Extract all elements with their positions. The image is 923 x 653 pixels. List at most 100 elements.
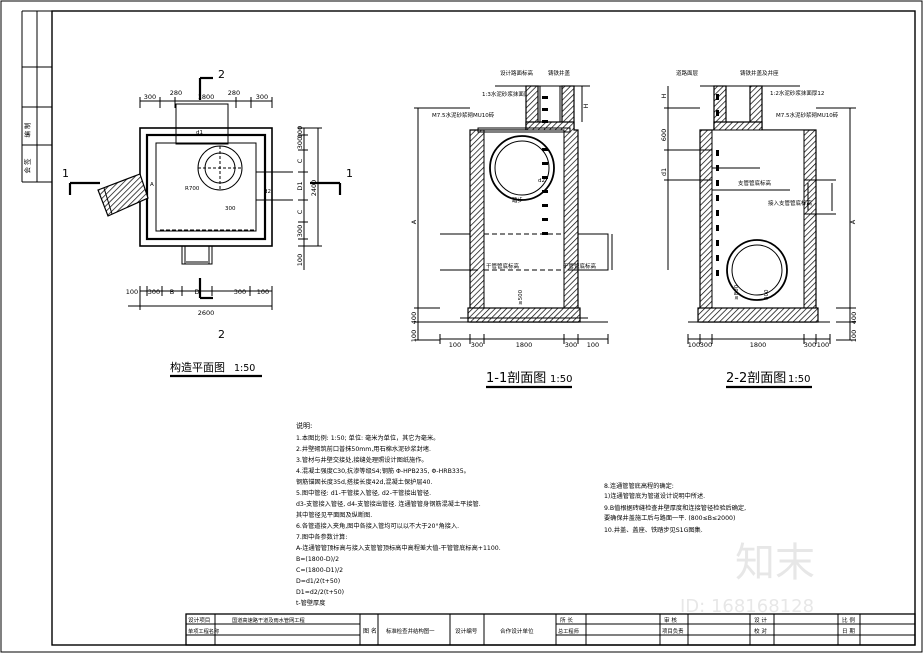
s22-label-min: ≥800 [734,284,740,300]
s11-dim-H: H [582,103,590,108]
tb-row1-4: 比 例 [842,616,855,624]
section-mark-1-right: 1 [346,167,353,180]
s11-label-pavement: 设计路面标高 [500,69,534,77]
tb-row2-4: 日 期 [842,628,855,635]
strip-label-huiqian: 会 签 [23,158,32,174]
tb-row2-3: 校 对 [754,627,767,635]
note-right-line: 1)连通管管底为管道设计说明中所述. [604,492,705,500]
plan-dim-right-5: C [296,209,304,214]
s22-dim-H: H [660,93,668,98]
note-line: D1=d2/2(t+50) [296,589,344,596]
s22-dim-bottom-5: 100 [817,341,829,349]
s22-dim-bottom-3: 1800 [750,341,767,349]
tb-design-project-value: 国道高速路干道及雨水管网工程 [232,616,305,624]
plan-dim-bottom-4: D [194,288,199,296]
s22-dim-bottom-4: 300 [804,341,816,349]
plan-dim-top-3: 1800 [198,93,215,101]
plan-dim-bottom-6: 100 [257,288,269,296]
note-line: 5.图中管径: d1-干管接入管径, d2-干管接出管径. [296,489,431,497]
plan-dim-right-total: 2400 [310,180,318,197]
s11-dim-bottom-4: 300 [565,341,577,349]
s22-label-branch-in: 接入支管管底标高 [768,199,813,207]
note-line: 6.各管道接入夹角,图中各接入管均可以以不大于20°角接入. [296,522,459,530]
tb-row2-1: 总工程师 [558,627,579,635]
s11-dim-bottom-5: 100 [587,341,599,349]
s22-dim-bottom-2: 300 [700,341,712,349]
s22-dim-right-2: 400 [850,312,858,324]
tb-row1-2: 审 核 [664,616,677,624]
s22-label-cover: 铸铁井盖及井座 [740,69,779,77]
plan-inlet-pipe-hatch [97,173,149,217]
s11-label-main-in: 干管管底标高 [486,262,520,270]
s22-dim-bottom-1: 100 [688,341,700,349]
plan-dim-top-5: 300 [256,93,268,101]
s22-label-branch: 支管管底标高 [738,179,772,187]
section-mark-2-bottom: 2 [218,328,225,341]
s11-label-rungs: 踏步 [512,196,524,204]
note-right-line: 8.连通管管底高程的确定: [604,482,674,490]
watermark-brand: 知末 [735,540,815,586]
s22-label-mortar: 1:2水泥砂浆抹面厚12 [770,89,824,97]
tb-drawing-name-label: 图 名 [363,627,377,635]
strip-label-bianzhi: 编 制 [23,122,32,138]
tb-sub-project-label: 单项工程名称 [188,627,219,635]
plan-view: 300 280 1800 280 300 2 2 1 1 d1 [62,68,353,378]
section-1-1-scale: 1:50 [550,374,572,385]
plan-dim-right-3: C [296,158,304,163]
section-2-2-title: 2-2剖面图 [726,371,786,386]
s11-label-mortar: 1:3水泥砂浆抹面厚12 [482,90,536,98]
s11-dim-left-2: 400 [410,312,418,324]
s11-dim-bottom-3: 1800 [516,341,533,349]
note-line: 1.本图比例: 1:50; 单位: 毫米为单位，其它为毫米。 [296,434,439,442]
left-binding-strip: 编 制 会 签 [21,10,52,183]
plan-dim-bottom-2: 300 [148,288,160,296]
plan-dim-right-6: 300 [296,225,304,237]
plan-dim-bottom-3: B [170,288,174,296]
plan-dim-right-7: 100 [296,254,304,266]
watermark-id: ID: 168168128 [680,596,814,617]
plan-label-r700: R700 [185,186,200,192]
note-line: 3.管材与井壁交接处,接缝处理照设计图纸施作。 [296,456,428,464]
note-line: C=(1800-D1)/2 [296,567,343,574]
note-right-line: 10.井盖、盖座、铁踏步见S1G图集. [604,526,703,534]
note-line: D=d1/2(t+50) [296,578,340,585]
note-line: B=(1800-D)/2 [296,556,339,563]
note-line: 其中管径见平面图及纵断图. [296,511,372,519]
plan-dim-right-1: 100 [296,126,304,138]
plan-view-scale: 1:50 [234,363,255,374]
section-mark-2-top: 2 [218,68,225,81]
s11-dim-bottom-1: 100 [449,341,461,349]
s22-dim-d1: d1 [660,168,668,176]
plan-view-title: 构造平面图 [170,360,225,374]
tb-design-project-label: 设计项目 [188,616,210,624]
plan-dim-top-1: 300 [144,93,156,101]
s22-ladder-rungs [716,94,719,276]
plan-label-A: A [150,182,154,188]
s22-label-wall: M7.5水泥砂浆砌MU10砖 [776,111,839,119]
section-2-2-scale: 1:50 [788,374,810,385]
s22-dim-A: A [849,219,857,224]
plan-label-d1: d1 [196,130,203,136]
s11-dim-bottom-2: 300 [471,341,483,349]
note-line: A-连通管管顶标高与接入支管管顶标高中高程差大值-干管管底标高+1100. [296,544,501,552]
section-2-2: 道路面层 铸铁井盖及井座 1:2水泥砂浆抹面厚12 M7.5水泥砂浆砌MU10砖 [660,69,858,389]
s22-dim-600: 600 [660,129,668,141]
plan-dim-bottom-1: 100 [126,288,138,296]
s11-dim-left-1: 100 [410,330,418,342]
s22-label-pavement: 道路面层 [676,69,699,77]
note-line: d3-支管接入管径, d4-支管接出管径. 连通管管身钢筋混凝土平接管. [296,500,481,508]
s11-label-min: ≥500 [518,289,524,305]
section-1-1-title: 1-1剖面图 [486,371,546,386]
s11-dim-A: A [410,219,418,224]
note-line: t-管壁厚度 [296,599,325,607]
tb-design-unit-label: 合作设计单位 [500,627,534,635]
tb-row2-2: 项目负责 [662,627,684,635]
section-1-1: 设计路面标高 铸铁井盖 1:3水泥砂浆抹面厚12 M7.5水泥砂浆砌MU10砖 … [410,69,613,389]
tb-row1-1: 所 长 [560,616,573,624]
s22-label-800: 800 [764,289,770,300]
tb-drawing-name-value: 标准检查井结构图一 [386,627,435,635]
note-line: 7.图中各参数计算: [296,533,347,541]
title-block: 设计项目 国道高速路干道及雨水管网工程 单项工程名称 图 名 标准检查井结构图一… [185,613,916,646]
